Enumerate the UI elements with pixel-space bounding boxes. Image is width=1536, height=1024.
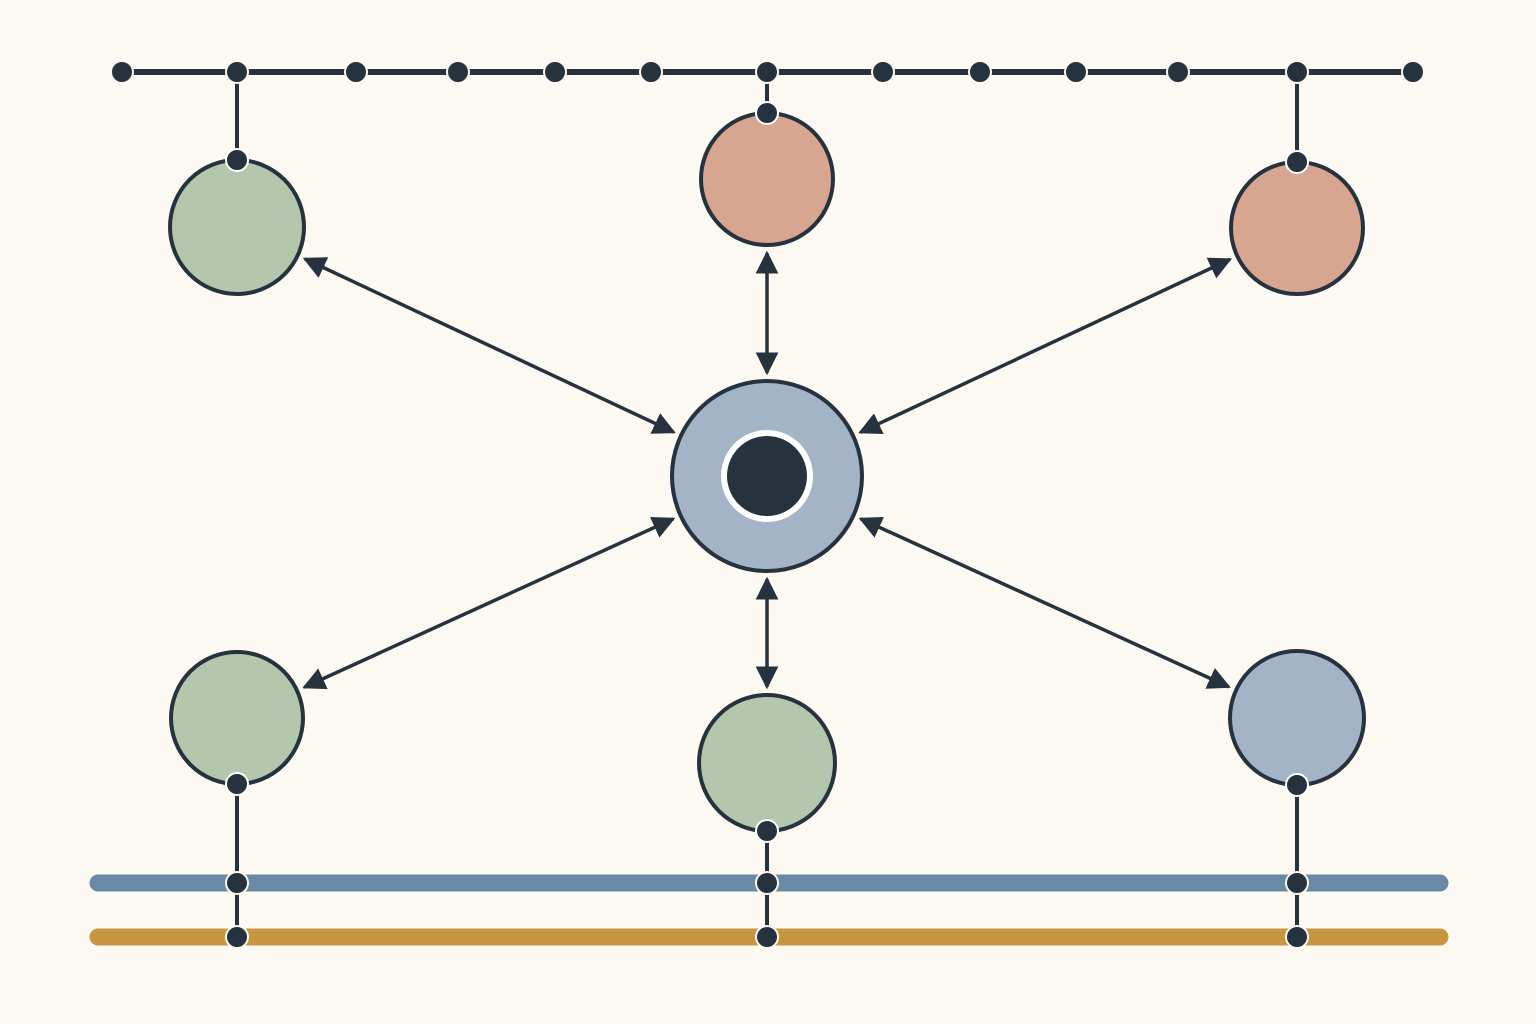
- bus-stop-dot: [543, 60, 567, 84]
- node-bottom-left: [169, 650, 305, 786]
- arrow-hub-to-bottom-left: [302, 516, 676, 690]
- bus-stop-dot: [1285, 60, 1309, 84]
- arrow-hub-to-bottom-right: [858, 516, 1231, 689]
- node-bottom-right-port: [1285, 773, 1309, 797]
- rail-junction-dot: [755, 871, 779, 895]
- bus-stop-dot: [110, 60, 134, 84]
- node-bottom-center-port: [755, 819, 779, 843]
- node-top-right-port: [1285, 150, 1309, 174]
- rail-junction-dot: [755, 925, 779, 949]
- bus-stop-dot: [968, 60, 992, 84]
- node-bottom-left-port: [225, 772, 249, 796]
- node-top-center: [699, 111, 835, 247]
- rail-junction-dot: [1285, 871, 1309, 895]
- rail-junction-dot: [225, 871, 249, 895]
- bus-stop-dot: [639, 60, 663, 84]
- bus-stop-dot: [755, 60, 779, 84]
- bus-stop-dot: [225, 60, 249, 84]
- bus-stop-dot: [446, 60, 470, 84]
- node-bottom-center: [697, 693, 837, 833]
- bus-stop-dot: [1166, 60, 1190, 84]
- bus-stop-dot: [344, 60, 368, 84]
- bus-stop-dot: [871, 60, 895, 84]
- connections: [302, 250, 1233, 690]
- node-top-left-port: [225, 148, 249, 172]
- node-bottom-right: [1228, 649, 1366, 787]
- junction-dots: [110, 60, 1425, 949]
- tethers: [235, 72, 1299, 937]
- node-top-right: [1229, 160, 1365, 296]
- arrow-hub-to-top-right: [858, 257, 1233, 434]
- arrow-hub-to-top-left: [302, 257, 676, 434]
- node-top-center-port: [755, 101, 779, 125]
- node-top-left: [168, 158, 306, 296]
- hub-core: [727, 436, 807, 516]
- bus-stop-dot: [1401, 60, 1425, 84]
- rail-junction-dot: [1285, 925, 1309, 949]
- nodes: [168, 111, 1366, 833]
- rail-junction-dot: [225, 925, 249, 949]
- hub-node: [670, 379, 864, 573]
- bus-stop-dot: [1064, 60, 1088, 84]
